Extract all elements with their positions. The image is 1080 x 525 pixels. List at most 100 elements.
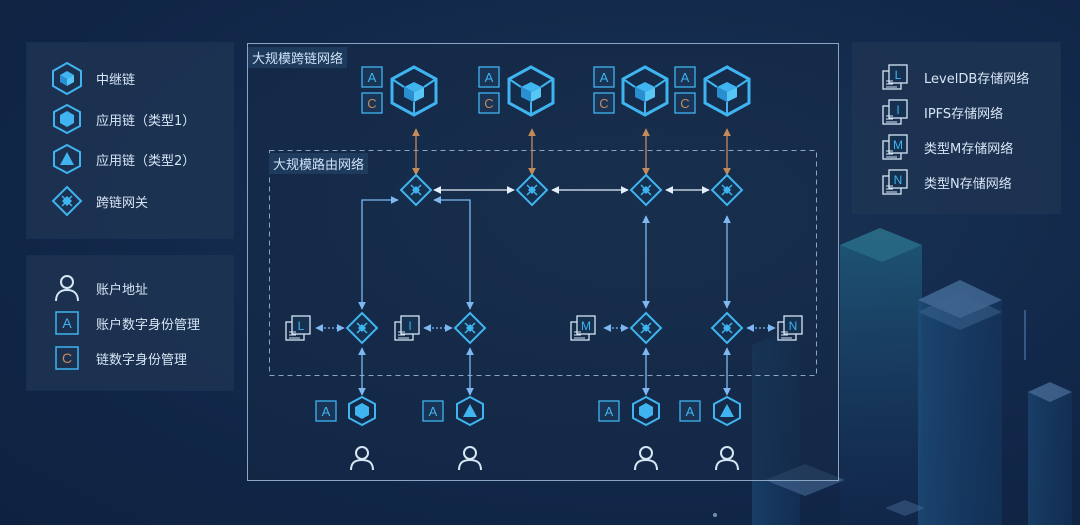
svg-text:C: C bbox=[367, 96, 376, 111]
relay-account-identity-box: A bbox=[674, 66, 696, 88]
account-identity-box: A bbox=[422, 400, 444, 422]
user-icon bbox=[350, 446, 374, 471]
svg-text:C: C bbox=[599, 96, 608, 111]
legend-app-chain-type1: 应用链（类型1） bbox=[50, 102, 195, 136]
legend-gateway: 跨链网关 bbox=[50, 184, 148, 218]
relay-account-identity-box: A bbox=[478, 66, 500, 88]
legend-relay-chain: 中继链 bbox=[50, 61, 135, 95]
gateway-diamond-icon bbox=[453, 311, 487, 345]
svg-text:L: L bbox=[298, 319, 305, 333]
svg-text:C: C bbox=[484, 96, 493, 111]
storage-type-n-icon: N bbox=[878, 165, 912, 199]
account-identity-box: A bbox=[315, 400, 337, 422]
legend-storage-type-m: M 类型M存储网络 bbox=[878, 130, 1013, 164]
storage-type-m-icon: M bbox=[570, 315, 596, 341]
user-icon bbox=[715, 446, 739, 471]
legend-label: 跨链网关 bbox=[96, 195, 149, 211]
relay-chain-identity-box: C bbox=[361, 92, 383, 114]
legend-label: 中继链 bbox=[96, 72, 136, 88]
legend-account-address: 账户地址 bbox=[50, 271, 148, 305]
svg-text:A: A bbox=[368, 70, 377, 85]
chain-identity-c-icon: C bbox=[50, 341, 84, 375]
gateway-diamond-icon bbox=[399, 173, 433, 207]
svg-text:A: A bbox=[62, 315, 72, 331]
legend-storage-ipfs: I IPFS存储网络 bbox=[878, 95, 1003, 129]
svg-text:N: N bbox=[894, 173, 903, 187]
svg-text:A: A bbox=[429, 404, 438, 419]
storage-ipfs-icon: I bbox=[878, 95, 912, 129]
account-identity-box: A bbox=[598, 400, 620, 422]
triangle-app-chain-icon bbox=[456, 395, 484, 427]
svg-text:M: M bbox=[893, 138, 903, 152]
gateway-diamond-icon bbox=[710, 311, 744, 345]
svg-text:A: A bbox=[686, 404, 695, 419]
storage-glyph: N bbox=[882, 169, 908, 195]
legend-account-identity: A 账户数字身份管理 bbox=[50, 306, 200, 340]
storage-type-m-icon: M bbox=[878, 130, 912, 164]
relay-chain-cube-icon bbox=[50, 61, 84, 95]
storage-glyph: L bbox=[882, 64, 908, 90]
gateway-diamond-icon bbox=[629, 311, 663, 345]
legend-label: LevelDB存储网络 bbox=[924, 71, 1030, 87]
svg-text:C: C bbox=[62, 350, 72, 366]
relay-account-identity-box: A bbox=[593, 66, 615, 88]
svg-text:A: A bbox=[681, 70, 690, 85]
legend-label: IPFS存储网络 bbox=[924, 106, 1004, 122]
hexagon-app-chain-icon bbox=[632, 395, 660, 427]
triangle-app-chain-icon bbox=[713, 395, 741, 427]
svg-text:A: A bbox=[322, 404, 331, 419]
gateway-diamond-icon bbox=[710, 173, 744, 207]
legend-storage-leveldb: L LevelDB存储网络 bbox=[878, 60, 1029, 94]
account-identity-box: A bbox=[679, 400, 701, 422]
gateway-diamond-icon bbox=[50, 184, 84, 218]
svg-text:N: N bbox=[789, 319, 798, 333]
legend-label: 账户地址 bbox=[96, 282, 149, 298]
gateway-elbow-line bbox=[433, 196, 474, 310]
storage-leveldb-icon: L bbox=[285, 315, 311, 341]
legend-label: 链数字身份管理 bbox=[96, 352, 188, 368]
legend-label: 账户数字身份管理 bbox=[96, 317, 201, 333]
user-icon bbox=[458, 446, 482, 471]
relay-chain-identity-box: C bbox=[674, 92, 696, 114]
storage-leveldb-icon: L bbox=[878, 60, 912, 94]
relay-chain-identity-box: C bbox=[593, 92, 615, 114]
legend-label: 类型M存储网络 bbox=[924, 141, 1014, 157]
svg-text:L: L bbox=[895, 68, 902, 82]
svg-text:C: C bbox=[680, 96, 689, 111]
legend-label: 应用链（类型1） bbox=[96, 113, 196, 129]
user-icon bbox=[634, 446, 658, 471]
gateway-diamond-icon bbox=[629, 173, 663, 207]
routing-network-frame bbox=[269, 150, 817, 376]
legend-label: 应用链（类型2） bbox=[96, 153, 196, 169]
storage-glyph: I bbox=[882, 99, 908, 125]
gateway-elbow-line bbox=[358, 196, 399, 310]
relay-account-identity-box: A bbox=[361, 66, 383, 88]
storage-type-n-icon: N bbox=[777, 315, 803, 341]
storage-ipfs-icon: I bbox=[394, 315, 420, 341]
svg-text:M: M bbox=[581, 319, 591, 333]
gateway-diamond-icon bbox=[515, 173, 549, 207]
legend-label: 类型N存储网络 bbox=[924, 176, 1012, 192]
user-icon bbox=[50, 271, 84, 305]
relay-chain-cube-icon bbox=[507, 65, 555, 117]
legend-app-chain-type2: 应用链（类型2） bbox=[50, 142, 195, 176]
svg-text:A: A bbox=[485, 70, 494, 85]
hexagon-app-chain-icon bbox=[50, 102, 84, 136]
account-identity-a-icon: A bbox=[50, 306, 84, 340]
gateway-diamond-icon bbox=[345, 311, 379, 345]
relay-chain-identity-box: C bbox=[478, 92, 500, 114]
svg-text:A: A bbox=[605, 404, 614, 419]
svg-text:A: A bbox=[600, 70, 609, 85]
legend-chain-identity: C 链数字身份管理 bbox=[50, 341, 187, 375]
storage-glyph: M bbox=[882, 134, 908, 160]
triangle-app-chain-icon bbox=[50, 142, 84, 176]
cross-chain-network-label: 大规模跨链网络 bbox=[248, 47, 348, 68]
relay-chain-cube-icon bbox=[390, 65, 438, 117]
svg-text:I: I bbox=[408, 319, 411, 333]
svg-text:I: I bbox=[896, 103, 899, 117]
legend-storage-type-n: N 类型N存储网络 bbox=[878, 165, 1012, 199]
routing-network-label: 大规模路由网络 bbox=[269, 153, 369, 174]
relay-chain-cube-icon bbox=[621, 65, 669, 117]
